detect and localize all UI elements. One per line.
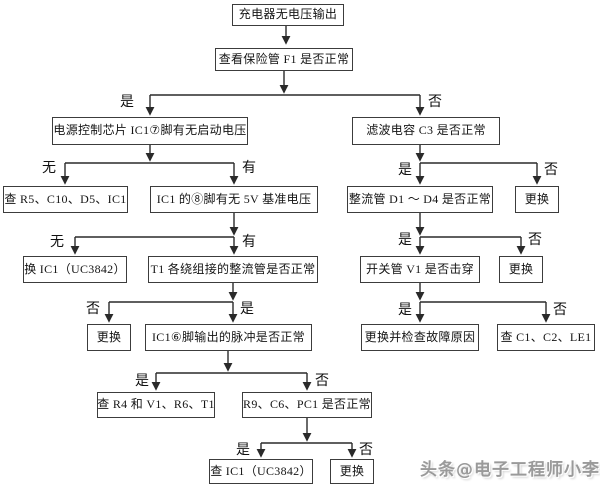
node-replace-final: 更换 xyxy=(330,459,374,484)
node-ic1-pin7-startup-voltage: 电源控制芯片 IC1⑦脚有无启动电压 xyxy=(52,117,248,145)
watermark-text: 头条@电子工程师小李 xyxy=(420,460,600,480)
node-replace-t1-branch: 更换 xyxy=(87,324,131,351)
label-yes-t1-ok: 是 xyxy=(240,302,254,317)
label-yes-fuse-ok: 是 xyxy=(120,95,134,110)
label-no-fuse-bad: 否 xyxy=(428,95,442,110)
node-replace-ic1-uc3842: 换 IC1（UC3842） xyxy=(23,256,127,283)
label-has-5v-ref: 有 xyxy=(242,235,256,250)
node-rectifiers-d1-d4: 整流管 D1 ～ D4 是否正常 xyxy=(347,186,493,213)
connector-rectifier-branch xyxy=(415,213,526,255)
connector-v1-branch xyxy=(415,283,551,323)
label-no-pulse-bad: 否 xyxy=(315,374,329,389)
label-yes-v1-broken: 是 xyxy=(398,303,412,318)
node-check-r4-v1-r6-t1: 查 R4 和 V1、R6、T1 xyxy=(97,392,215,418)
label-no-pc1-bad: 否 xyxy=(359,443,373,458)
label-no-c3-bad: 否 xyxy=(544,163,558,178)
node-filter-cap-c3: 滤波电容 C3 是否正常 xyxy=(352,117,500,145)
node-ic1-pin8-5v-ref: IC1 的⑧脚有无 5V 基准电压 xyxy=(150,186,318,213)
node-check-fuse-f1: 查看保险管 F1 是否正常 xyxy=(215,48,353,71)
connector-t1-branch xyxy=(104,283,238,323)
label-yes-d1d4-ok: 是 xyxy=(398,233,412,248)
connector-pc1-branch xyxy=(256,418,357,458)
connector-pulse-branch xyxy=(151,351,312,391)
connector-fuse-branch xyxy=(145,71,425,116)
node-r9-c6-pc1: R9、C6、PC1 是否正常 xyxy=(242,392,372,418)
node-charger-no-voltage-output: 充电器无电压输出 xyxy=(232,4,344,26)
node-t1-winding-rectifiers: T1 各绕组接的整流管是否正常 xyxy=(148,256,318,283)
node-check-ic1-uc3842: 查 IC1（UC3842） xyxy=(209,459,313,484)
label-no-d1d4-bad: 否 xyxy=(528,233,542,248)
label-yes-pc1-ok: 是 xyxy=(236,443,250,458)
label-no-v1-ok: 否 xyxy=(553,303,567,318)
connector-5v-ref-branch xyxy=(70,213,239,255)
node-check-c1-c2-le1: 查 C1、C2、LE1 xyxy=(497,324,595,351)
label-yes-pulse-ok: 是 xyxy=(135,374,149,389)
label-none-startup: 无 xyxy=(42,161,56,176)
label-has-startup: 有 xyxy=(242,161,256,176)
label-no-t1-bad: 否 xyxy=(86,302,100,317)
node-replace-fuse-branch: 更换 xyxy=(515,186,559,213)
node-check-r5-c10-d5-ic1: 查 R5、C10、D5、IC1 xyxy=(3,186,128,213)
node-replace-and-check-cause: 更换并检查故障原因 xyxy=(361,324,479,351)
label-none-5v-ref: 无 xyxy=(50,235,64,250)
connector-filter-cap-branch xyxy=(415,145,542,185)
connector-startup-voltage-branch xyxy=(60,145,239,185)
label-yes-c3-ok: 是 xyxy=(398,163,412,178)
node-ic1-pin6-pulse: IC1⑥脚输出的脉冲是否正常 xyxy=(145,324,312,351)
node-switch-v1-breakdown: 开关管 V1 是否击穿 xyxy=(360,256,480,283)
node-replace-rectifier-branch: 更换 xyxy=(499,256,543,283)
